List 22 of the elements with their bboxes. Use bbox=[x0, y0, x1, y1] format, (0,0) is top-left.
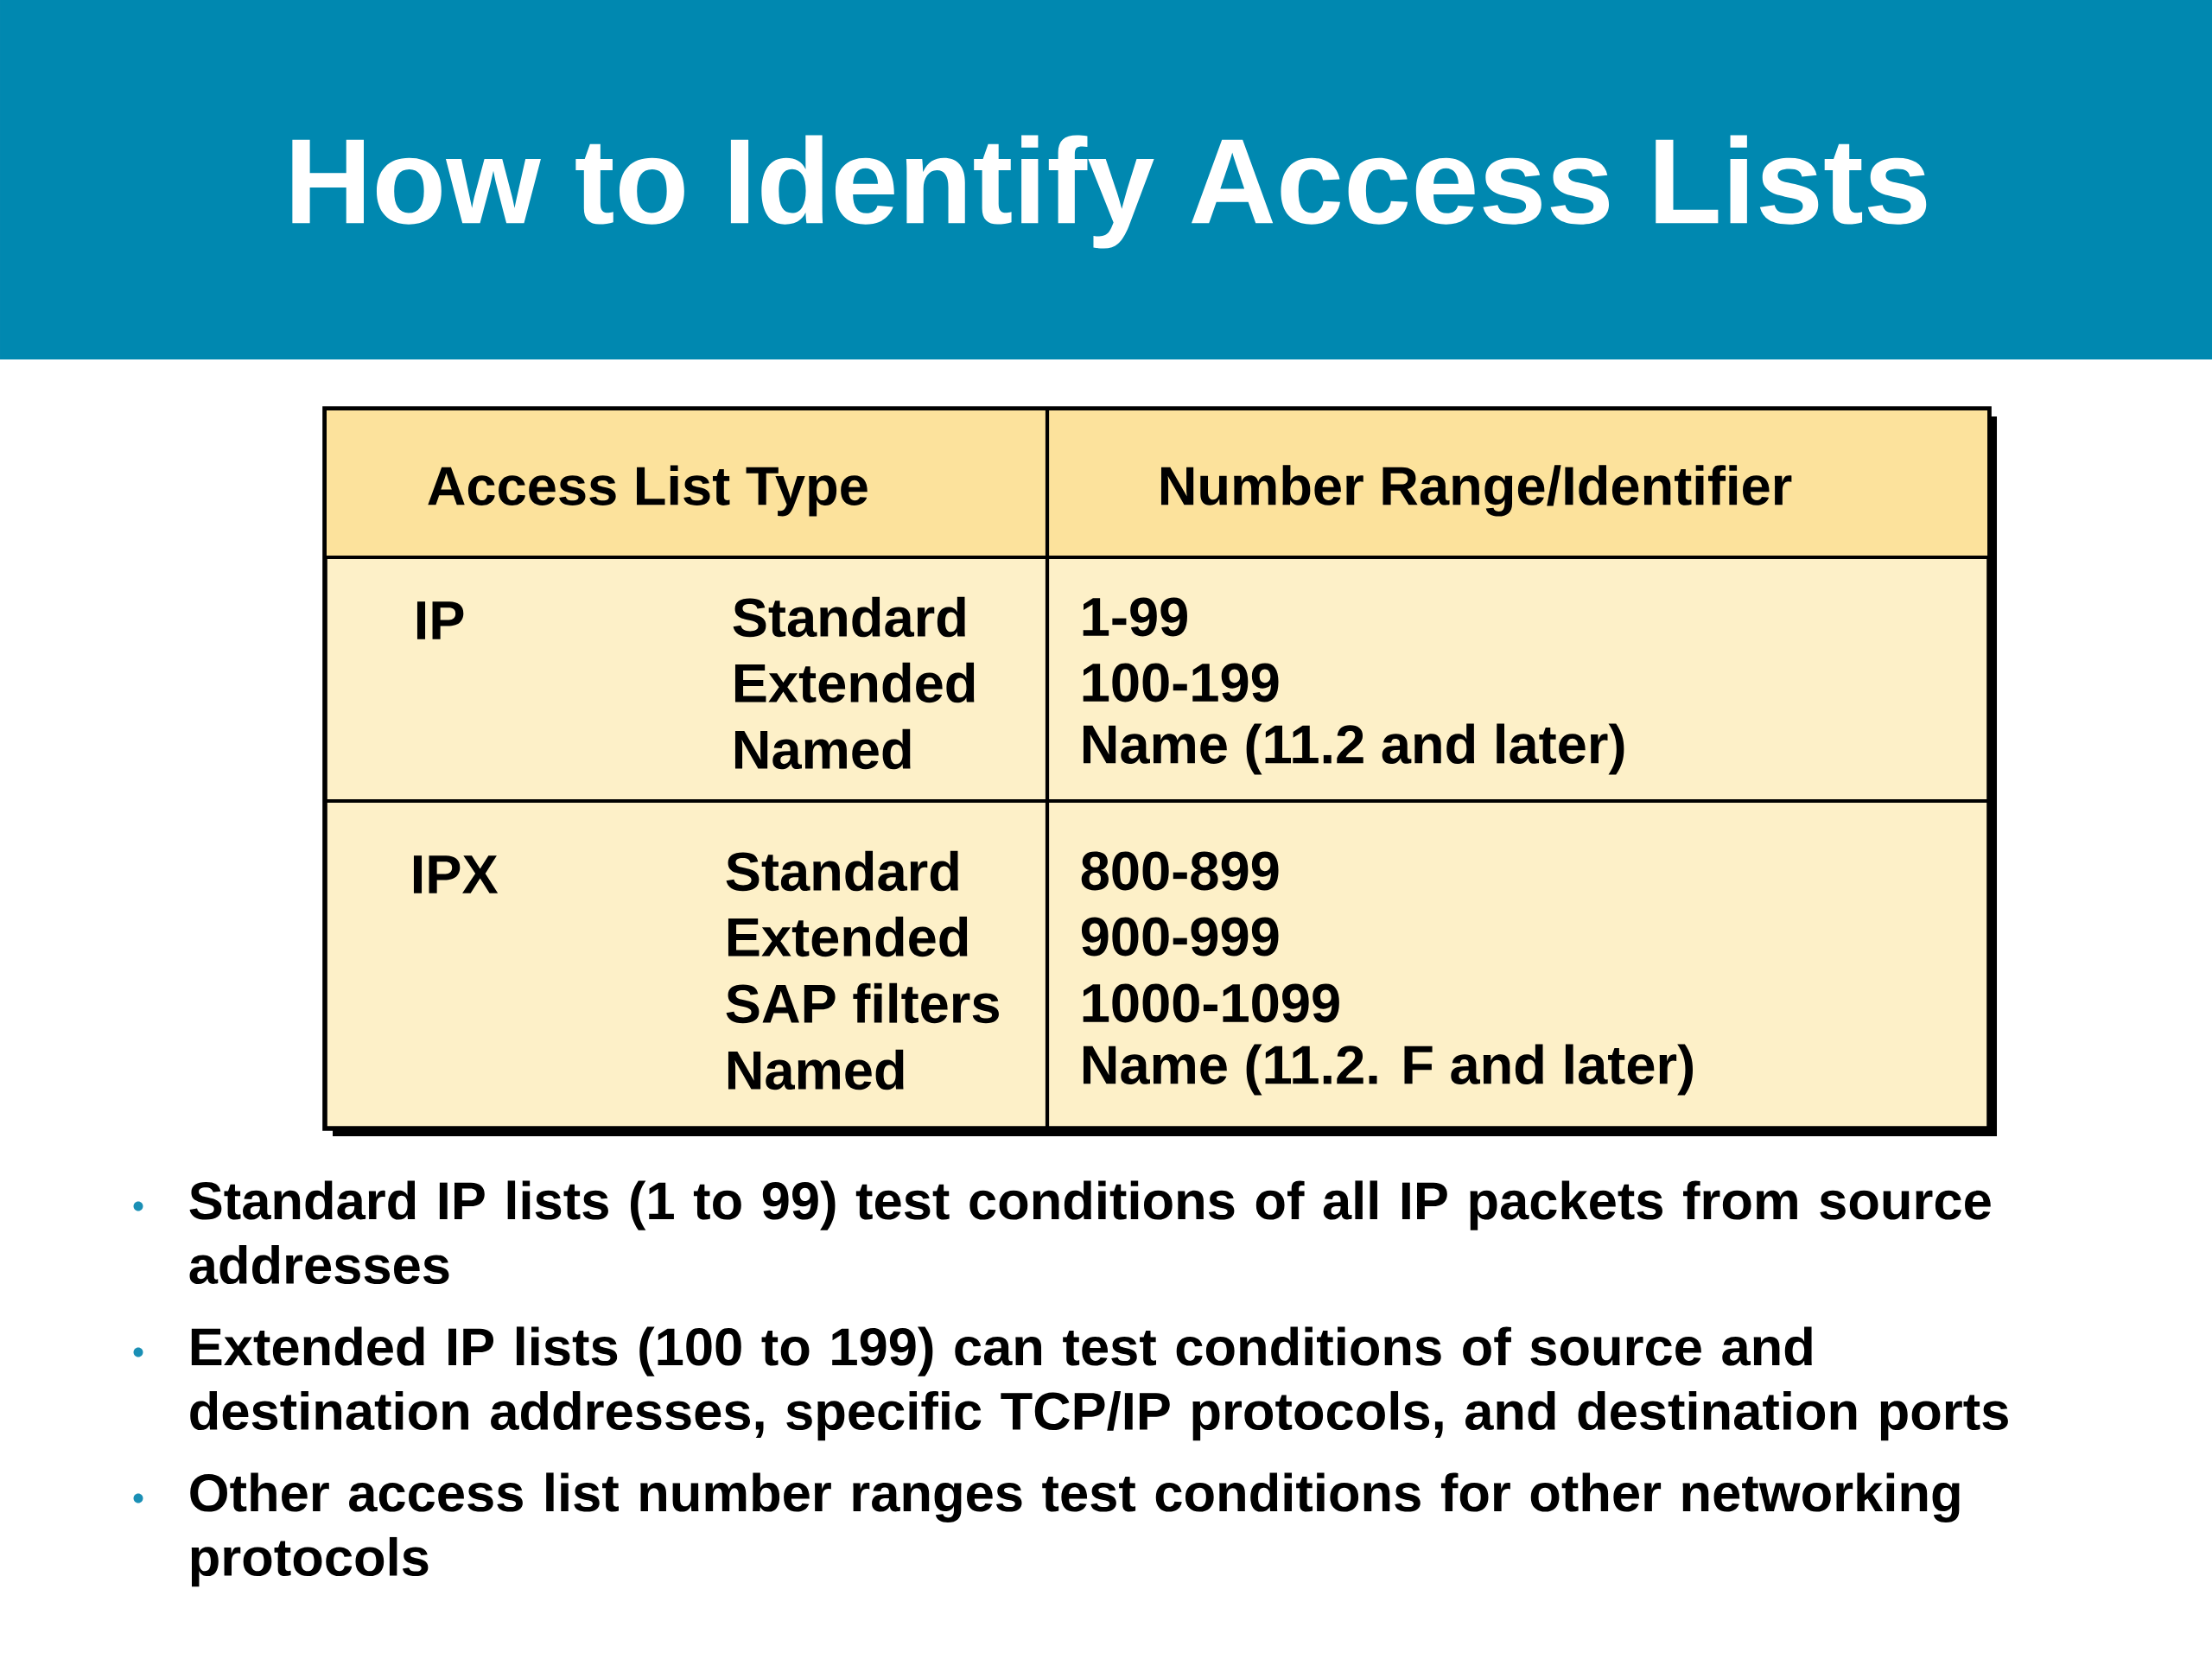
type-label: Named bbox=[728, 1049, 904, 1090]
type-label: Extended bbox=[734, 662, 975, 703]
number-range: 1000-1099 bbox=[1083, 983, 1339, 1023]
number-range: 800-899 bbox=[1081, 851, 1279, 891]
column-header: Access List Type bbox=[428, 465, 868, 517]
slide-title: How to Identify Access Lists bbox=[292, 135, 1927, 249]
type-label: Standard bbox=[733, 596, 965, 638]
type-label: Named bbox=[734, 728, 911, 770]
bullet-text: Extended IP lists (100 to 199) can test conditions of source and destination addresses, specific TCP/IP protocols, and destination ports bbox=[190, 1326, 2008, 1441]
number-range: 900-999 bbox=[1081, 917, 1279, 957]
number-range: 100-199 bbox=[1083, 663, 1279, 702]
number-range: Name (11.2. F and later) bbox=[1083, 1044, 1694, 1096]
bullet-text: Other access list number ranges test conditions for other networking protocols bbox=[190, 1472, 1960, 1587]
type-label: SAP filters bbox=[726, 982, 999, 1024]
type-label: Extended bbox=[728, 916, 968, 957]
protocol-label: IP bbox=[416, 601, 464, 639]
protocol-label: IPX bbox=[413, 855, 499, 893]
number-range: Name (11.2 and later) bbox=[1083, 723, 1624, 775]
bullet-text: Standard IP lists (1 to 99) test conditions of all IP packets from source addresses bbox=[189, 1180, 1991, 1285]
type-label: Standard bbox=[726, 850, 958, 892]
number-range: 1-99 bbox=[1083, 597, 1187, 637]
column-header: Number Range/Identifier bbox=[1160, 465, 1792, 517]
